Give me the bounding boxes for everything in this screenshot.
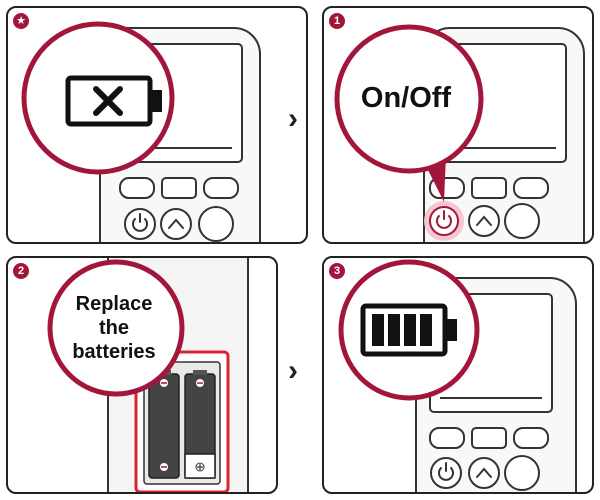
remote-key-right[interactable] [203,177,239,199]
power-button[interactable] [430,457,462,489]
next-arrow-2: › [288,354,298,387]
round-button[interactable] [504,455,540,491]
remote-key-middle[interactable] [161,177,197,199]
round-button[interactable] [198,206,234,242]
panel-badge-star: ★ [13,13,29,29]
remote-illustration [334,24,585,242]
battery-empty-icon [65,75,162,127]
up-button[interactable] [468,457,500,489]
panel-badge-3: 3 [329,263,345,279]
callout-replace-label: Replace the batteries [62,292,166,364]
remote-key-right[interactable] [513,427,549,449]
remote-key-right[interactable] [513,177,549,199]
remote-illustration [338,259,577,492]
panel-badge-1: 1 [329,13,345,29]
callout-bubble [47,259,185,397]
callout-line-3: batteries [72,341,156,363]
up-button[interactable] [468,205,500,237]
remote-key-left[interactable] [119,177,155,199]
panel-empty-battery: ★ [6,6,308,244]
callout-line-1: Replace [75,293,153,315]
battery-compartment-illustration [47,258,249,492]
remote-illustration [21,21,261,242]
power-button-highlighted[interactable] [424,201,464,241]
callout-bubble [334,24,484,202]
panel-on-off: 1 [322,6,594,244]
panel-replace-batteries: 2 [6,256,278,494]
battery-icon [148,370,180,479]
remote-key-left[interactable] [429,427,465,449]
panel-badge-2: 2 [13,263,29,279]
remote-key-middle[interactable] [471,427,507,449]
battery-full-icon [360,303,457,357]
remote-key-middle[interactable] [471,177,507,199]
power-button[interactable] [124,208,156,240]
callout-line-2: the [99,317,129,339]
battery-icon [184,370,216,479]
next-arrow-1: › [288,102,298,135]
up-button[interactable] [160,208,192,240]
panel-full-battery: 3 [322,256,594,494]
round-button[interactable] [504,203,540,239]
callout-on-off-label: On/Off [360,82,452,114]
